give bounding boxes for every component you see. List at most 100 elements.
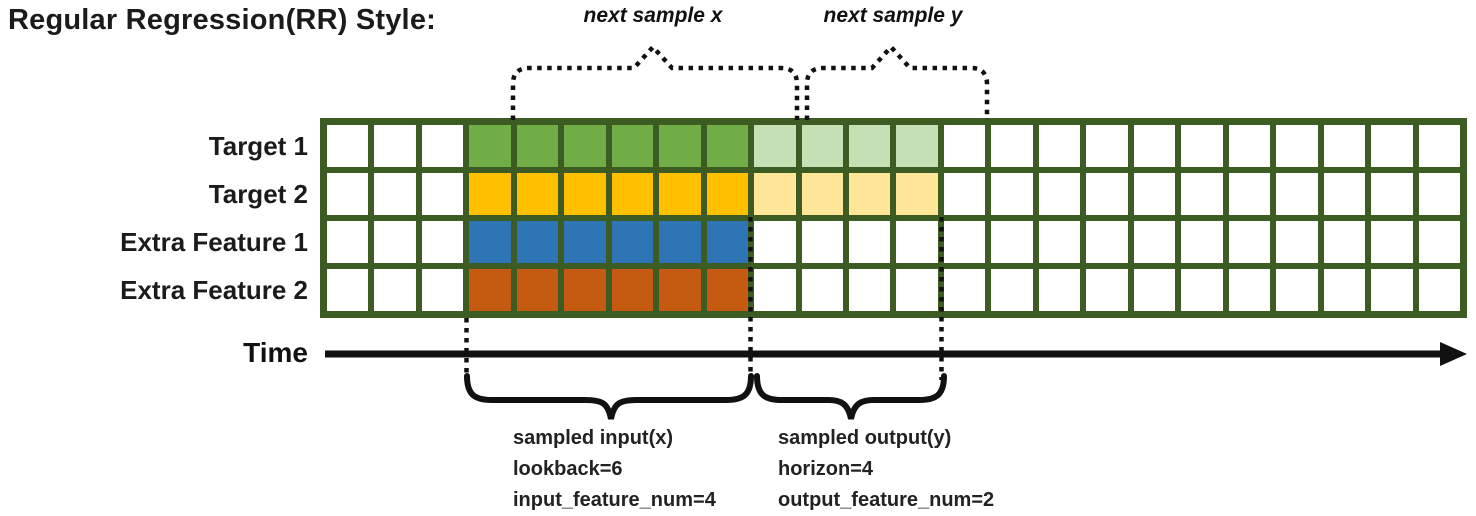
input-annotation-feature-num: input_feature_num=4 (513, 489, 716, 511)
grid-cell (1323, 221, 1366, 263)
time-axis-label: Time (243, 337, 308, 368)
grid-cell (706, 125, 749, 167)
grid-cell (469, 125, 511, 167)
next-sample-y-brace-icon (804, 43, 990, 120)
grid-cell (706, 221, 749, 263)
output-annotation: sampled output(y) horizon=4 output_featu… (778, 423, 994, 516)
grid-cell (611, 269, 654, 311)
grid-cell (943, 269, 986, 311)
grid-cell (327, 269, 369, 311)
grid-cell (421, 269, 464, 311)
grid-cell (659, 269, 701, 311)
next-sample-x-brace-icon (510, 43, 800, 120)
grid-cell (1418, 173, 1460, 215)
grid-cell (801, 173, 844, 215)
grid-cell (1323, 269, 1366, 311)
grid-cell (1086, 269, 1128, 311)
row-label-extra-feature-2: Extra Feature 2 (120, 275, 308, 305)
grid-cell (516, 221, 559, 263)
grid-cell (1418, 221, 1460, 263)
grid-cell (849, 125, 891, 167)
grid-cell (1323, 173, 1366, 215)
grid-cell (896, 269, 938, 311)
grid-cell (801, 125, 844, 167)
grid-cell (801, 269, 844, 311)
grid-cell (611, 125, 654, 167)
grid-cell (469, 173, 511, 215)
grid-cell (1133, 221, 1176, 263)
grid-cell (1086, 221, 1128, 263)
grid-cell (1181, 173, 1223, 215)
grid-cell (611, 221, 654, 263)
grid-cell (327, 125, 369, 167)
grid-cell (1323, 125, 1366, 167)
grid-cell (421, 125, 464, 167)
row-label-target-1: Target 1 (208, 131, 308, 161)
grid-cell (1133, 173, 1176, 215)
grid-cell (1371, 221, 1413, 263)
grid-cell (564, 269, 606, 311)
output-annotation-horizon: horizon=4 (778, 458, 874, 480)
grid-cell (1276, 221, 1318, 263)
grid-cell (943, 173, 986, 215)
grid-cell (516, 125, 559, 167)
grid-cell (896, 221, 938, 263)
grid-cell (991, 173, 1033, 215)
grid-cell (421, 173, 464, 215)
grid-cell (1133, 269, 1176, 311)
grid-cell (516, 173, 559, 215)
grid-cell (1371, 269, 1413, 311)
output-annotation-feature-num: output_feature_num=2 (778, 489, 995, 511)
grid-cell (1228, 269, 1271, 311)
grid-cell (849, 173, 891, 215)
page-title: Regular Regression(RR) Style: (8, 4, 436, 36)
grid-cell (374, 173, 416, 215)
input-annotation: sampled input(x) lookback=6 input_featur… (513, 423, 716, 516)
row-label-column: Target 1 Target 2 Extra Feature 1 Extra … (0, 0, 310, 516)
grid-cell (1038, 173, 1081, 215)
grid-cell (327, 173, 369, 215)
grid-cell (706, 269, 749, 311)
grid-cell (374, 221, 416, 263)
grid-cell (1418, 269, 1460, 311)
grid-cell (1181, 125, 1223, 167)
grid-cell (1038, 125, 1081, 167)
grid-cell (564, 221, 606, 263)
input-annotation-title: sampled input(x) (513, 427, 674, 449)
grid-cell (1418, 125, 1460, 167)
grid-cell (1086, 173, 1128, 215)
grid-cell (659, 125, 701, 167)
grid-cell (991, 221, 1033, 263)
grid-cell (327, 221, 369, 263)
grid-cell (943, 125, 986, 167)
grid-cell (564, 173, 606, 215)
sampled-output-brace-icon (754, 373, 947, 420)
sample-grid (320, 118, 1467, 318)
grid-cell (849, 269, 891, 311)
grid-cell (1181, 221, 1223, 263)
grid-cell (374, 269, 416, 311)
grid-cell (754, 173, 796, 215)
grid-cell (469, 269, 511, 311)
grid-cell (754, 221, 796, 263)
time-arrow-head-icon (1440, 342, 1467, 366)
grid-cell (706, 173, 749, 215)
grid-cell (849, 221, 891, 263)
grid-cell (469, 221, 511, 263)
grid-cell (1133, 125, 1176, 167)
grid-cell (801, 221, 844, 263)
grid-cell (1038, 269, 1081, 311)
row-label-extra-feature-1: Extra Feature 1 (120, 227, 308, 257)
grid-cell (754, 269, 796, 311)
next-sample-y-label: next sample y (823, 4, 963, 27)
grid-cell (1276, 173, 1318, 215)
grid-cell (564, 125, 606, 167)
output-annotation-title: sampled output(y) (778, 427, 952, 449)
grid-cell (1038, 221, 1081, 263)
grid-cell (1086, 125, 1128, 167)
grid-cell (1276, 269, 1318, 311)
grid-cell (611, 173, 654, 215)
grid-cell (421, 221, 464, 263)
grid-cell (991, 269, 1033, 311)
